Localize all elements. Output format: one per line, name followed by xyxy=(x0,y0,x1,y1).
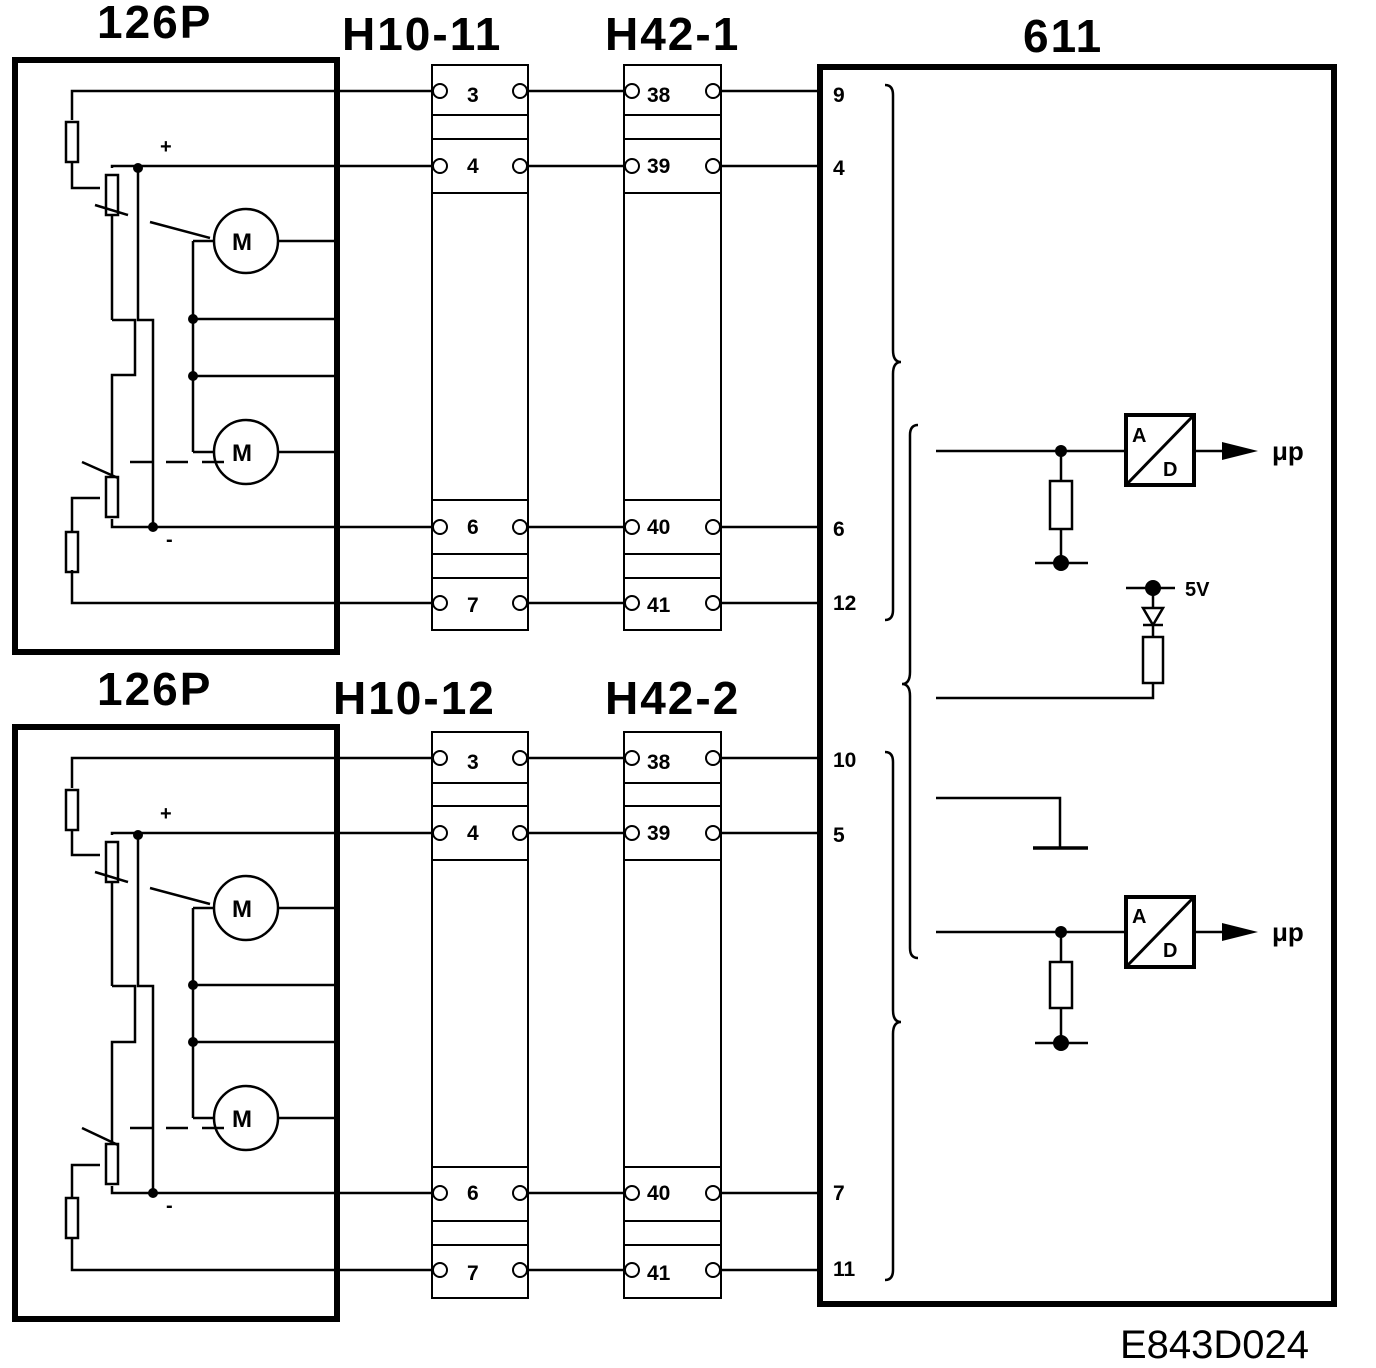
plus-sign: + xyxy=(160,803,172,825)
pin-label: 38 xyxy=(647,84,671,107)
arrow-icon xyxy=(1222,442,1258,460)
adc-d-label: D xyxy=(1163,940,1177,962)
junction-dots xyxy=(133,163,1258,1198)
title-sensor-top: 126P xyxy=(97,0,212,48)
microprocessor-label: μp xyxy=(1272,436,1304,466)
controller-pin-label: 11 xyxy=(833,1258,856,1281)
controller-pin-label: 10 xyxy=(833,749,856,772)
pin-label: 7 xyxy=(467,594,479,617)
pin-label: 39 xyxy=(647,155,670,178)
titles: 126P H10-11 H42-1 611 126P H10-12 H42-2 xyxy=(97,0,1103,724)
pin-label: 6 xyxy=(467,1182,479,1205)
wires-top xyxy=(70,89,820,605)
controller-pin-label: 12 xyxy=(833,592,856,615)
microprocessor-label: μp xyxy=(1272,917,1304,947)
sensor-box-top xyxy=(12,57,340,655)
motor-icon: M xyxy=(232,1106,252,1133)
wires-bottom xyxy=(70,756,820,1272)
controller-pin-label: 6 xyxy=(833,518,845,541)
pin-label: 7 xyxy=(467,1262,479,1285)
supply-label: 5V xyxy=(1185,579,1210,601)
minus-sign: - xyxy=(166,1195,173,1217)
sensor-circuit-top xyxy=(64,120,336,574)
title-h10-top: H10-11 xyxy=(342,8,502,60)
controller-input-circuit xyxy=(936,413,1225,1045)
pin-label: 38 xyxy=(647,751,671,774)
pin-label: 4 xyxy=(467,822,479,845)
pin-label: 40 xyxy=(647,516,670,539)
title-controller: 611 xyxy=(1023,10,1103,62)
sensor-box-bottom xyxy=(12,724,340,1322)
arrow-icon xyxy=(1222,923,1258,941)
minus-sign: - xyxy=(166,529,173,551)
connector-h42-2 xyxy=(623,731,722,1299)
title-h42-bottom: H42-2 xyxy=(605,672,740,724)
connector-h42-1 xyxy=(623,64,722,631)
controller-pin-label: 5 xyxy=(833,824,845,847)
controller-pin-label: 7 xyxy=(833,1182,845,1205)
pin-label: 3 xyxy=(467,751,479,774)
drawing-reference: E843D024 xyxy=(1120,1323,1309,1367)
pin-labels-bottom: 3 4 6 7 38 39 40 41 10 5 7 11 xyxy=(467,749,856,1285)
motor-icon: M xyxy=(232,440,252,467)
pin-labels-top: 3 4 6 7 38 39 40 41 9 4 6 12 xyxy=(467,84,856,617)
adc-a-label: A xyxy=(1132,425,1146,447)
pin-label: 41 xyxy=(647,594,671,617)
title-h42-top: H42-1 xyxy=(605,8,740,60)
plus-sign: + xyxy=(160,136,172,158)
pin-label: 39 xyxy=(647,822,670,845)
pin-label: 41 xyxy=(647,1262,671,1285)
braces xyxy=(884,83,919,1282)
sensor-circuit-bottom xyxy=(64,788,336,1240)
title-sensor-bottom: 126P xyxy=(97,663,212,715)
controller-pin-label: 4 xyxy=(833,157,845,180)
pin-label: 6 xyxy=(467,516,479,539)
motor-icon: M xyxy=(232,229,252,256)
connector-h10-12 xyxy=(431,731,529,1299)
motor-icon: M xyxy=(232,896,252,923)
circuit-symbols: M M M M + - + - A D A D μp μp 5V xyxy=(160,136,1304,1217)
adc-a-label: A xyxy=(1132,906,1146,928)
connector-h10-11 xyxy=(431,64,529,631)
pin-label: 3 xyxy=(467,84,479,107)
title-h10-bottom: H10-12 xyxy=(333,672,496,724)
controller-box xyxy=(817,64,1337,1307)
controller-pin-label: 9 xyxy=(833,84,845,107)
pin-label: 4 xyxy=(467,155,479,178)
adc-d-label: D xyxy=(1163,459,1177,481)
pin-label: 40 xyxy=(647,1182,670,1205)
